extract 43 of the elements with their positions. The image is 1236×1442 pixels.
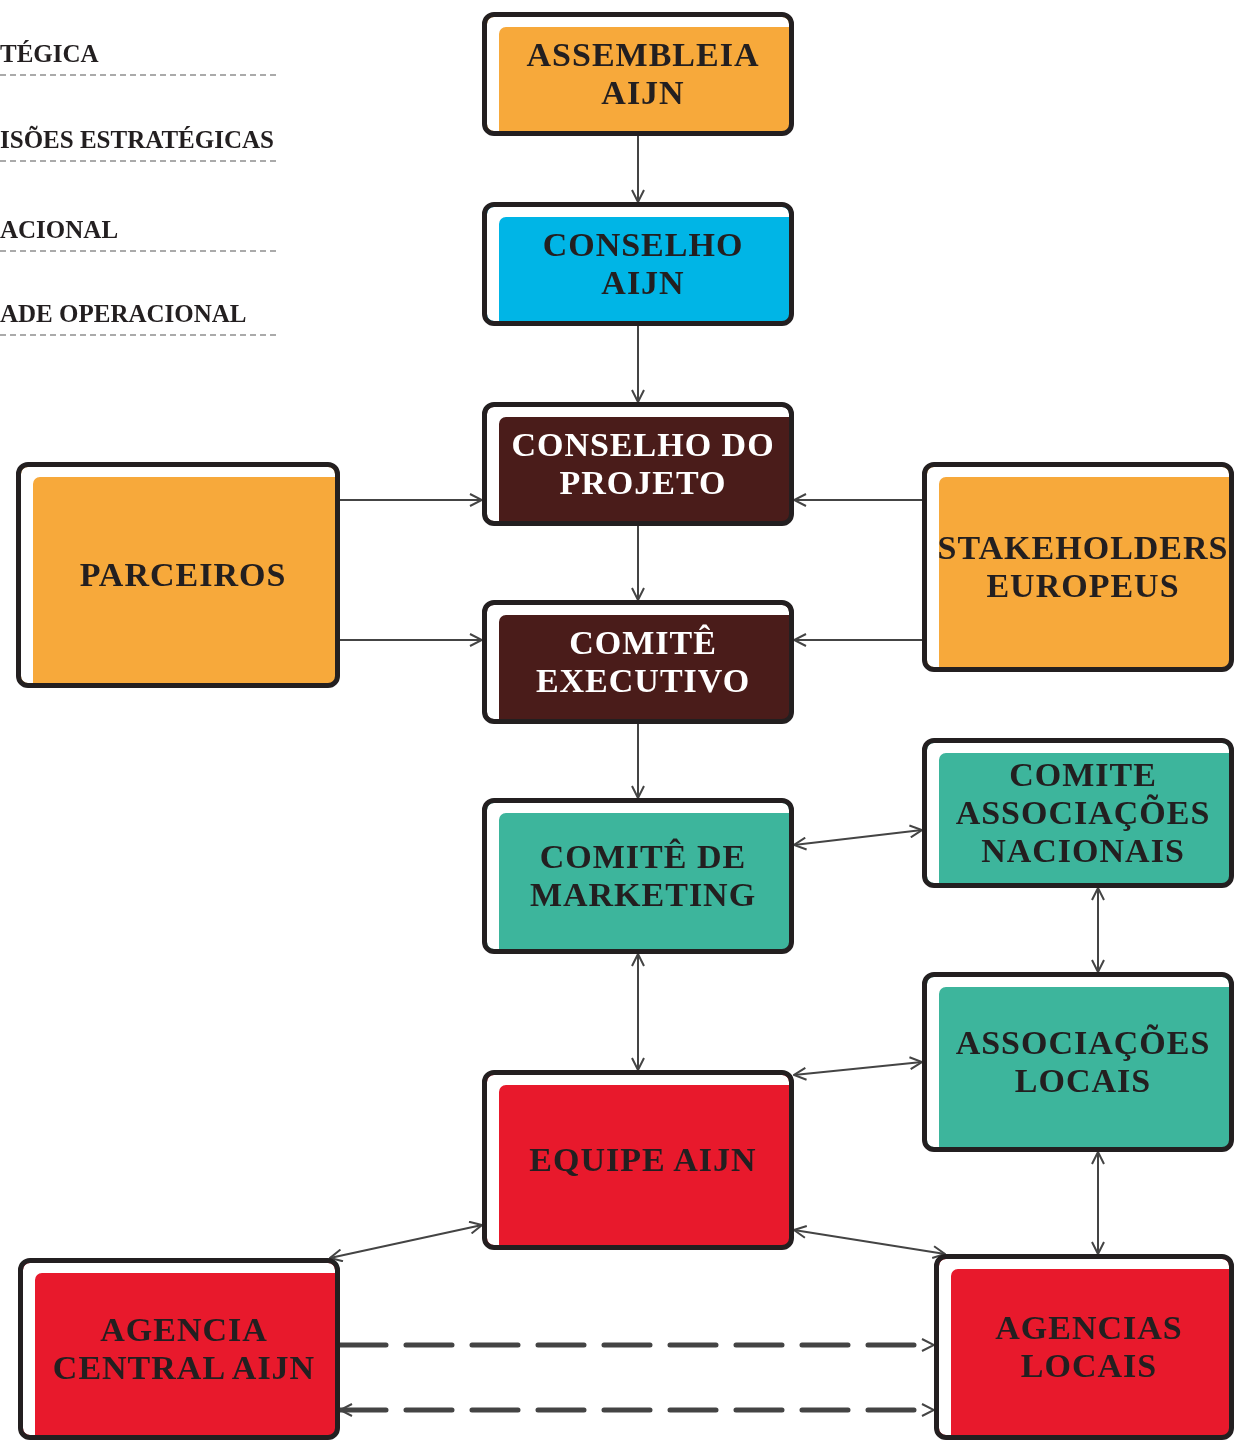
box-label: PARCEIROS <box>79 555 287 595</box>
org-box <box>16 462 340 688</box>
arrow <box>329 1220 483 1263</box>
arrow <box>631 525 645 601</box>
arrow <box>631 723 645 799</box>
arrow <box>793 1056 923 1081</box>
box-label: EQUIPE AIJN <box>529 1140 757 1180</box>
arrow <box>339 493 483 507</box>
box-label: CONSELHO AIJN <box>541 225 745 303</box>
org-box <box>922 738 1234 888</box>
box-label: STAKEHOLDERS EUROPEUS <box>937 528 1229 606</box>
org-box <box>482 600 794 724</box>
arrow <box>631 325 645 403</box>
box-label: COMITÊ DE MARKETING <box>528 837 758 915</box>
arrow <box>631 135 645 203</box>
arrow <box>793 824 923 851</box>
box-label: ASSEMBLEIA AIJN <box>525 35 761 113</box>
org-box <box>922 972 1234 1152</box>
org-box <box>482 1070 794 1250</box>
level-label: ADE OPERACIONAL <box>0 300 276 336</box>
box-label: COMITE ASSOCIAÇÕES NACIONAIS <box>954 755 1212 871</box>
arrow <box>631 953 645 1071</box>
org-box <box>934 1254 1234 1440</box>
arrow <box>339 633 483 647</box>
level-label: ACIONAL <box>0 216 276 252</box>
box-label: AGENCIAS LOCAIS <box>994 1308 1184 1386</box>
org-box <box>482 798 794 954</box>
org-box <box>18 1258 340 1440</box>
box-label: ASSOCIAÇÕES LOCAIS <box>954 1023 1212 1101</box>
box-label: CONSELHO DO PROJETO <box>510 425 776 503</box>
box-label: AGENCIA CENTRAL AIJN <box>51 1310 317 1388</box>
org-box <box>482 202 794 326</box>
arrow <box>1091 1151 1105 1255</box>
org-box <box>482 12 794 136</box>
box-label: COMITÊ EXECUTIVO <box>534 623 752 701</box>
arrow <box>793 1224 946 1260</box>
arrow <box>1091 887 1105 973</box>
org-box <box>482 402 794 526</box>
level-label: ISÕES ESTRATÉGICAS <box>0 126 276 162</box>
level-label: TÉGICA <box>0 40 276 76</box>
arrow <box>793 633 923 647</box>
arrow <box>793 493 923 507</box>
org-box <box>922 462 1234 672</box>
